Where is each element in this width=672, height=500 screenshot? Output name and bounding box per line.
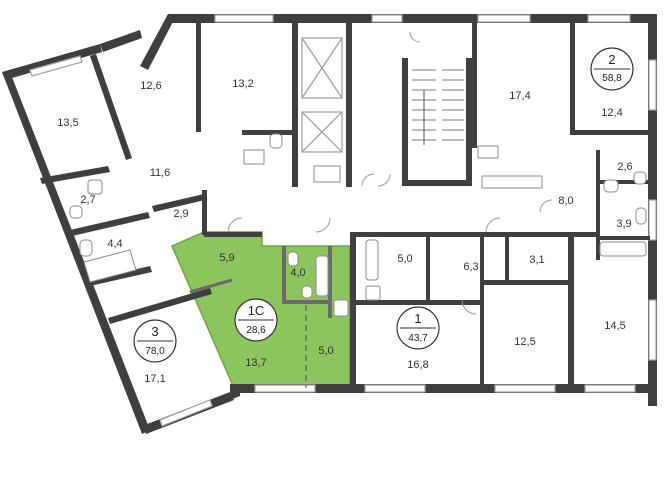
room-labels: 13,5 12,6 13,2 17,4 12,4 11,6 2,7 2,9 4,…: [57, 78, 632, 385]
room-area: 14,5: [604, 320, 625, 332]
room-area: 5,9: [219, 252, 234, 264]
room-area: 12,6: [140, 80, 161, 92]
apartment-tag-1c[interactable]: 1C 28,6: [234, 298, 278, 342]
apartment-tag-1[interactable]: 1 43,7: [396, 306, 440, 350]
room-area: 8,0: [558, 195, 573, 207]
apartment-number: 2: [608, 52, 615, 67]
room-area: 12,4: [601, 107, 622, 119]
room-area: 11,6: [150, 167, 171, 179]
apartment-area: 78,0: [145, 346, 165, 357]
room-area: 17,1: [144, 373, 165, 385]
apartment-tag-2[interactable]: 2 58,8: [590, 47, 634, 91]
room-area: 5,0: [318, 345, 333, 357]
room-area: 2,7: [80, 194, 95, 206]
apartment-area: 28,6: [246, 325, 266, 336]
room-area: 13,7: [245, 357, 266, 369]
fixtures: [69, 133, 647, 317]
room-area: 16,8: [407, 359, 428, 371]
interior-walls: [40, 22, 650, 392]
apartment-area: 43,7: [408, 333, 428, 344]
windows: [29, 14, 657, 427]
apartment-number: 1: [414, 311, 421, 326]
room-area: 6,3: [463, 261, 478, 273]
outer-walls: [2, 14, 657, 434]
apartment-area: 58,8: [602, 73, 622, 84]
apartment-tag-3[interactable]: 3 78,0: [133, 319, 177, 363]
apartment-number: 3: [151, 324, 158, 339]
room-area: 12,5: [514, 336, 535, 348]
room-area: 4,4: [107, 238, 122, 250]
room-area: 5,0: [397, 253, 412, 265]
room-area: 3,9: [616, 218, 631, 230]
room-area: 13,5: [57, 117, 78, 129]
room-area: 17,4: [509, 90, 530, 102]
room-area: 3,1: [529, 254, 544, 266]
room-area: 2,9: [173, 208, 188, 220]
room-area: 2,6: [617, 161, 632, 173]
room-area: 4,0: [290, 267, 305, 279]
room-area: 13,2: [232, 78, 253, 90]
doors: [227, 31, 553, 315]
apartment-number: 1C: [248, 303, 265, 318]
